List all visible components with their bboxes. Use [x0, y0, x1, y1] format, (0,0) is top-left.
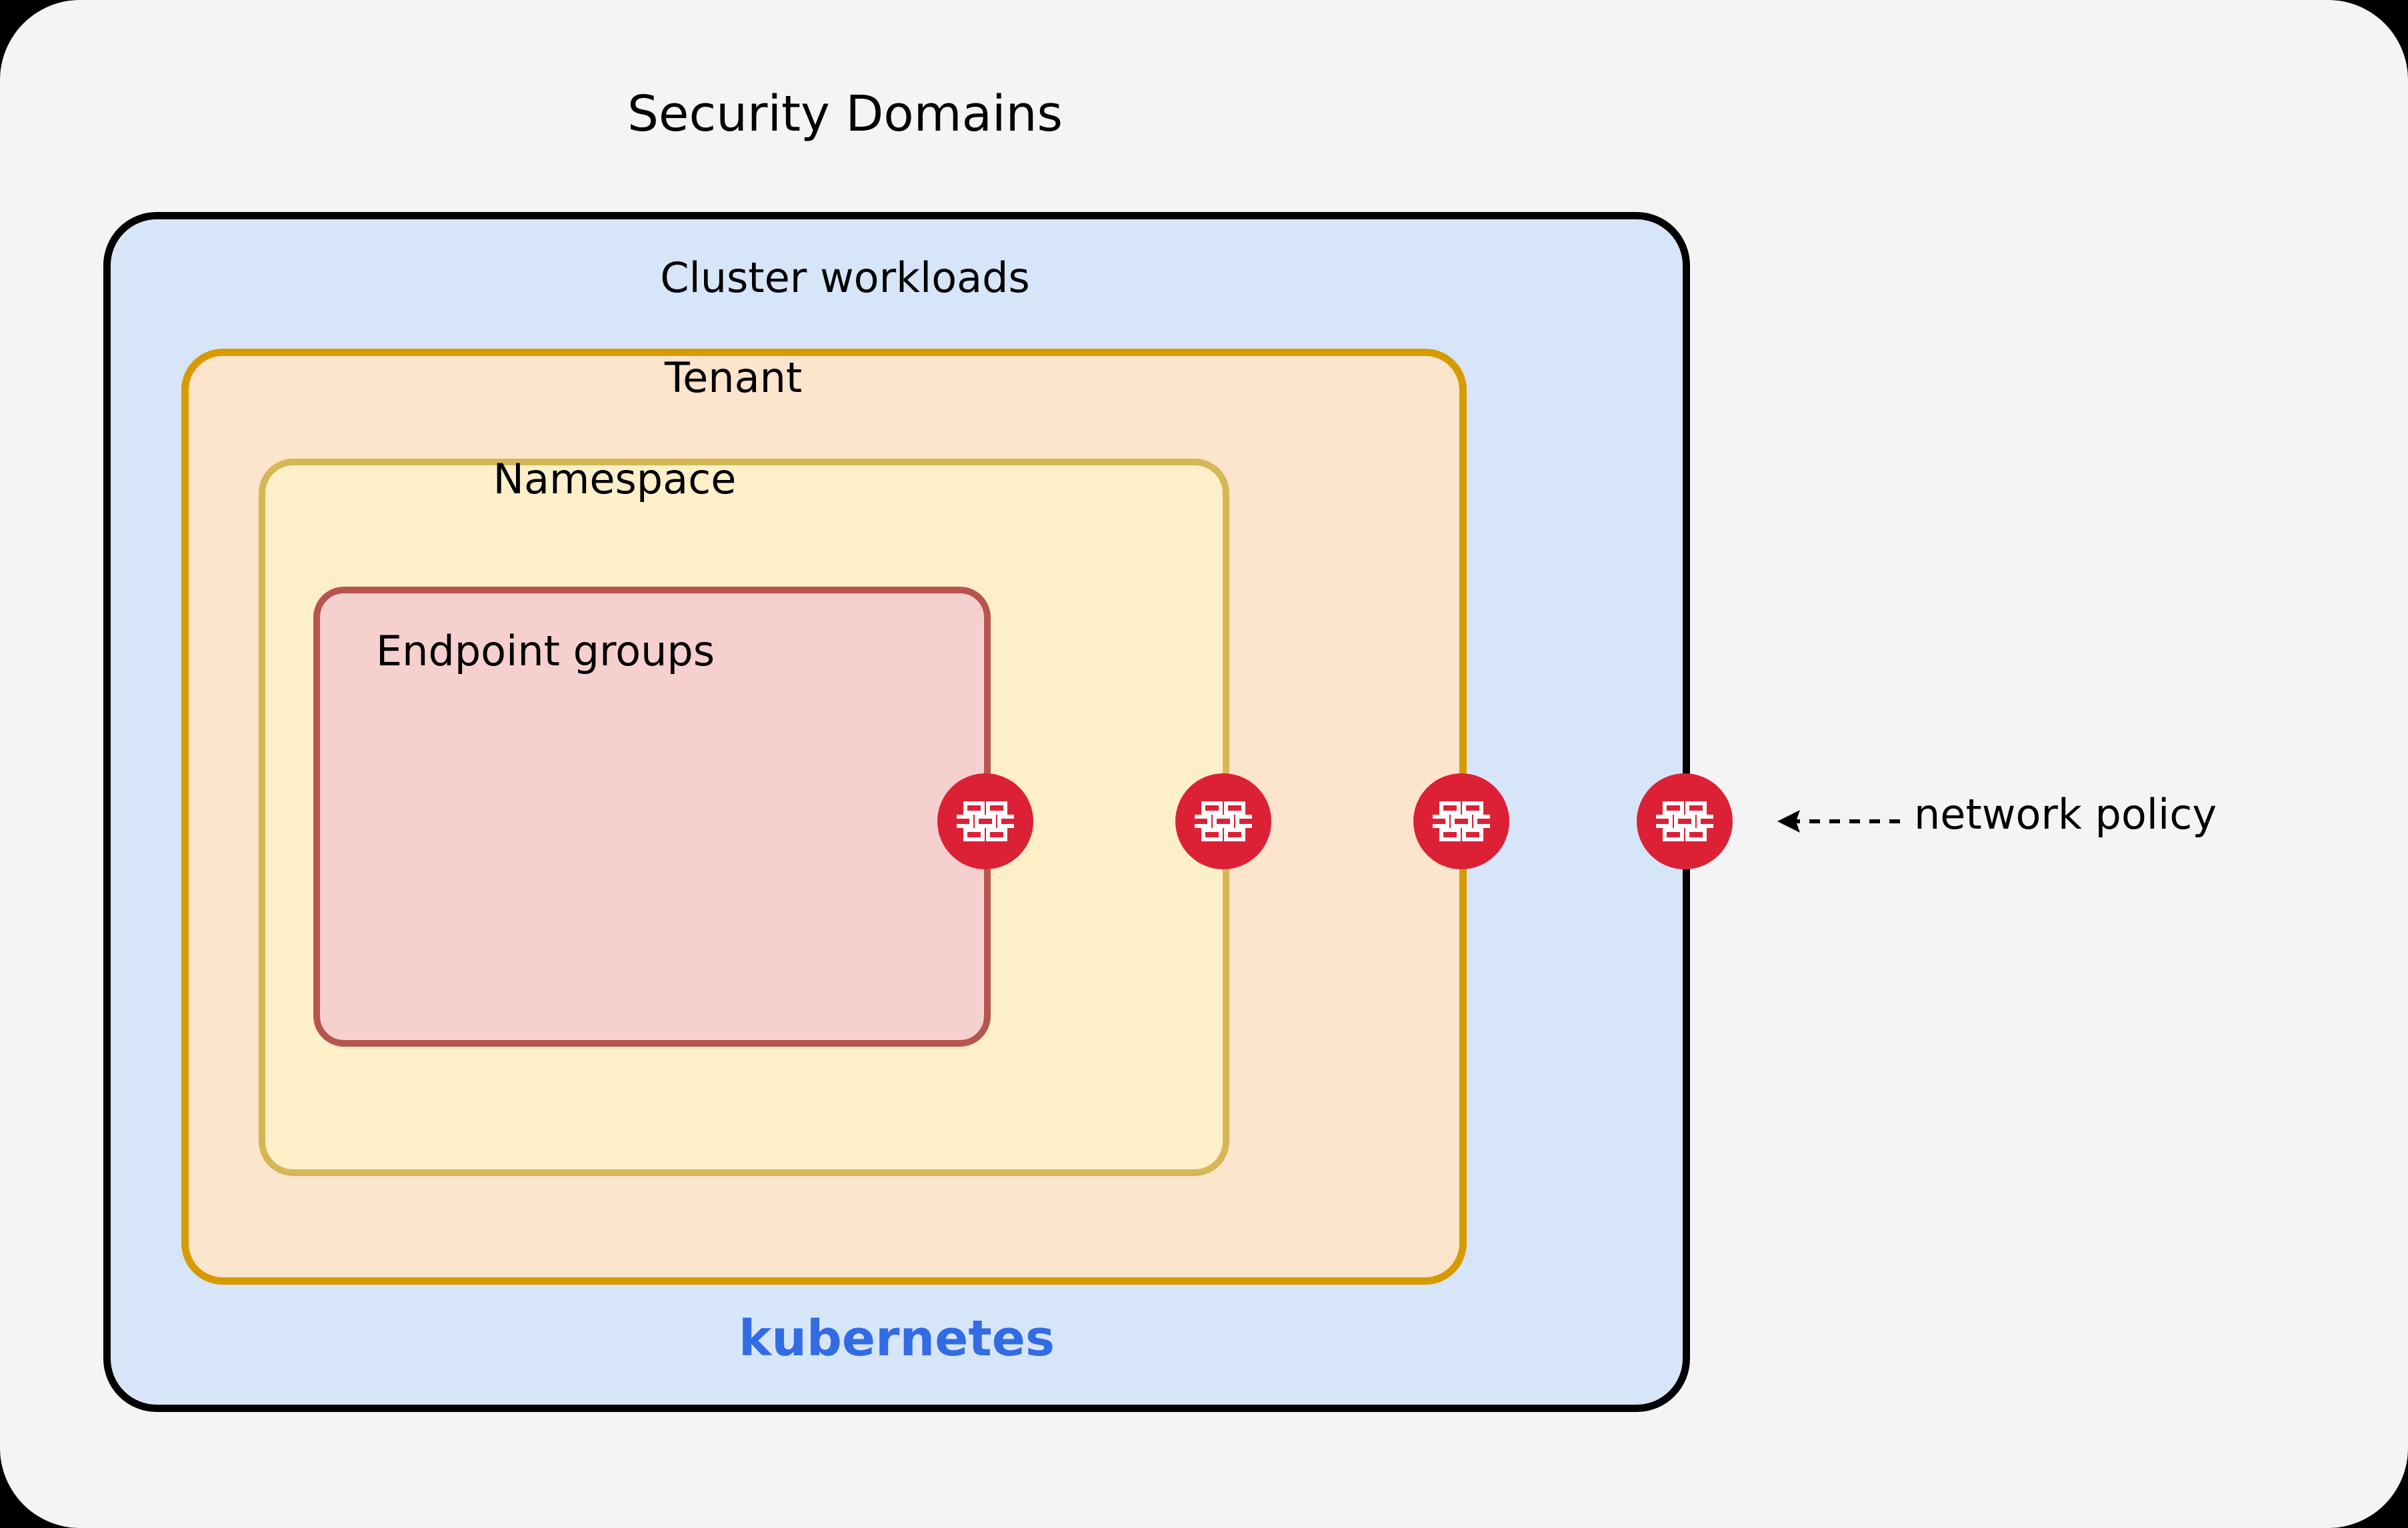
security-domains-title: Security Domains [627, 85, 1063, 143]
firewall-brick-icon [1195, 801, 1252, 841]
firewall-icon-endpoint-groups[interactable] [937, 773, 1033, 869]
namespace-label: Namespace [493, 455, 737, 503]
firewall-brick-icon [1433, 801, 1490, 841]
network-policy-label: network policy [1914, 790, 2217, 839]
firewall-brick-icon [957, 801, 1014, 841]
firewall-icon-namespace[interactable] [1175, 773, 1271, 869]
network-policy-arrow [1777, 810, 1900, 833]
kubernetes-wordmark: kubernetes [738, 1310, 1055, 1367]
firewall-brick-icon [1656, 801, 1713, 841]
tenant-label: Tenant [664, 353, 803, 402]
cluster-workloads-label: Cluster workloads [660, 253, 1030, 302]
endpoint-groups-box [313, 587, 991, 1047]
endpoint-groups-label: Endpoint groups [376, 627, 715, 675]
firewall-icon-tenant[interactable] [1413, 773, 1509, 869]
firewall-icon-cluster-workloads[interactable] [1637, 773, 1733, 869]
